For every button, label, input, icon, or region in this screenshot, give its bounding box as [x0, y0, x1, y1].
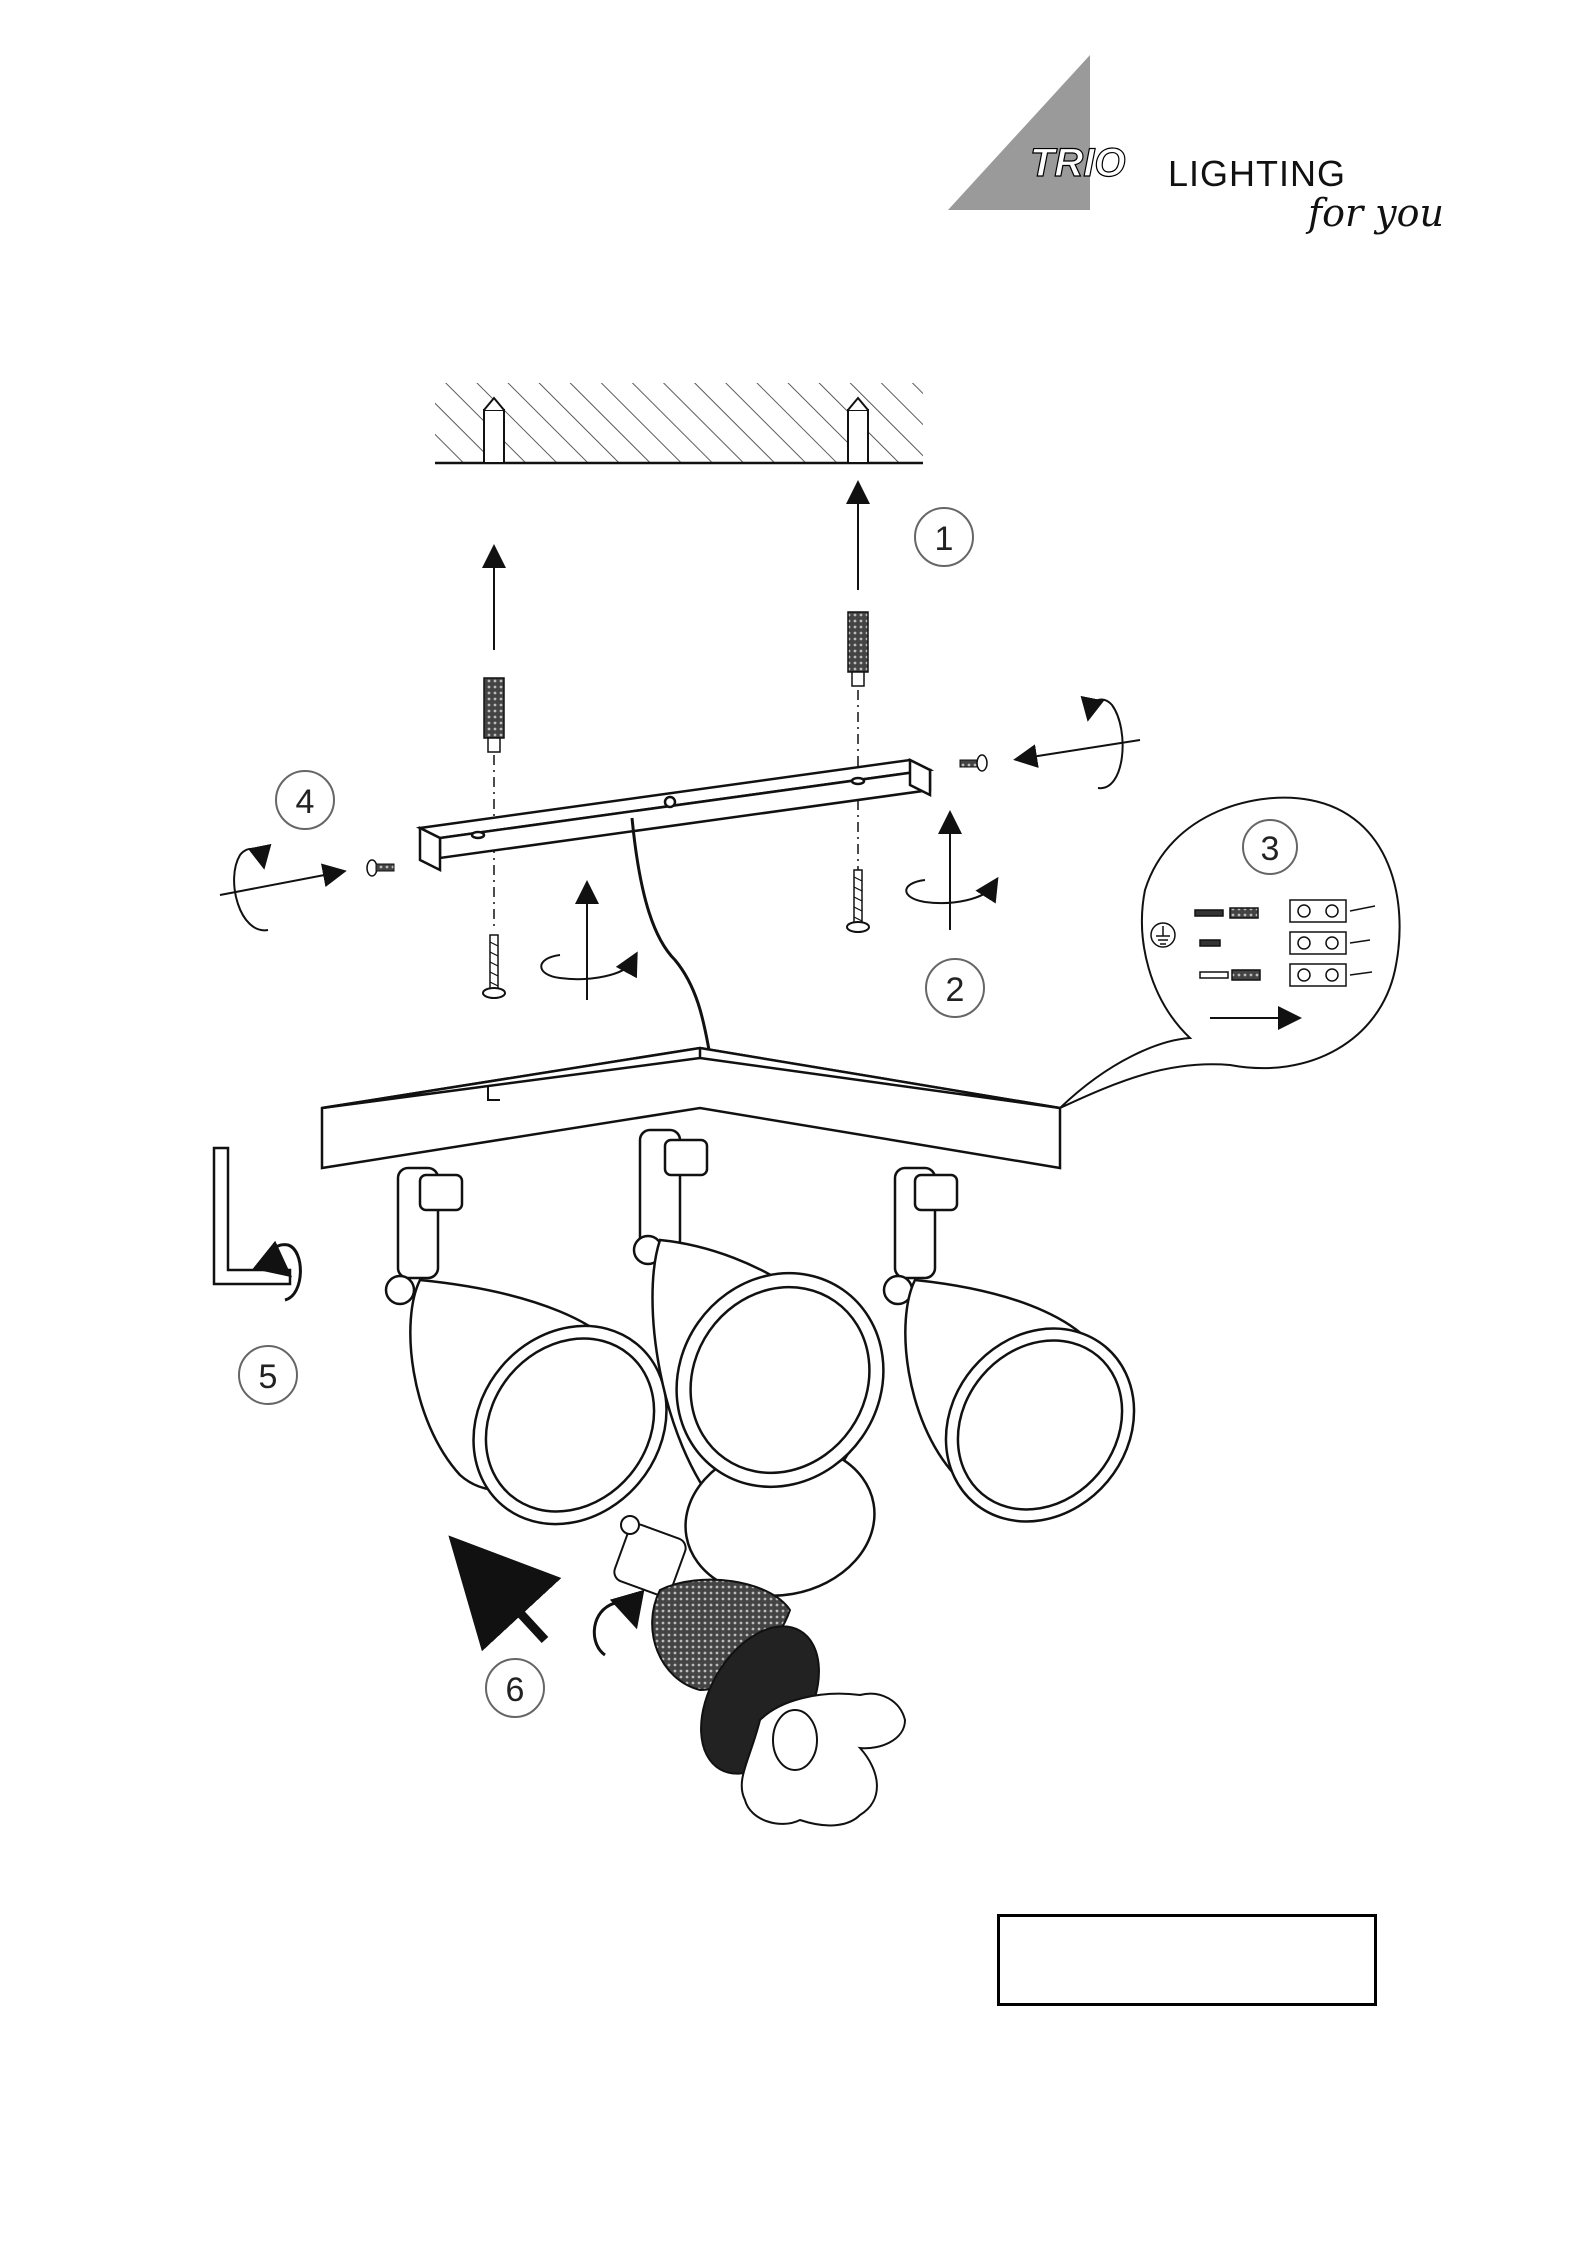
step-number-4: 4: [296, 783, 315, 821]
step-number-2: 2: [946, 971, 965, 1009]
logo-triangle: [948, 55, 1090, 210]
hex-key-icon: [214, 1148, 290, 1284]
step-number-5: 5: [259, 1358, 278, 1396]
small-screw-icon: [367, 860, 394, 876]
spotlight-right: [884, 1168, 1173, 1560]
step-number-3: 3: [1261, 830, 1280, 868]
step-2-screws: 2: [483, 822, 992, 1017]
power-cable: [632, 818, 710, 1055]
rotate-arrow-icon: [594, 1603, 632, 1655]
insert-arrow-icon: [485, 1575, 545, 1640]
step-3-wiring-callout: 3: [1060, 798, 1400, 1108]
wall-plug-icon: [848, 612, 868, 686]
mounting-bracket: [420, 760, 930, 870]
screw-icon: [847, 870, 869, 932]
tagline-main: LIGHTING: [1168, 153, 1346, 194]
hand-icon: [742, 1694, 905, 1826]
tagline-script: for you: [1305, 191, 1444, 235]
callout-bubble: [1060, 798, 1400, 1108]
small-screw-icon: [960, 755, 987, 771]
step-5-hex-key: 5: [214, 1148, 300, 1404]
step-number-6: 6: [506, 1671, 525, 1709]
screw-icon: [483, 935, 505, 998]
wall-plug-icon: [484, 678, 504, 752]
ceiling: [435, 383, 923, 463]
earth-ground-icon: [1151, 923, 1175, 947]
step-number-1: 1: [935, 520, 954, 558]
brand-logo: TRIO LIGHTING for you: [948, 55, 1444, 235]
step-1-wall-plugs: 1: [484, 492, 973, 752]
logo-text: TRIO: [1030, 141, 1126, 185]
info-box: [997, 1914, 1377, 2006]
